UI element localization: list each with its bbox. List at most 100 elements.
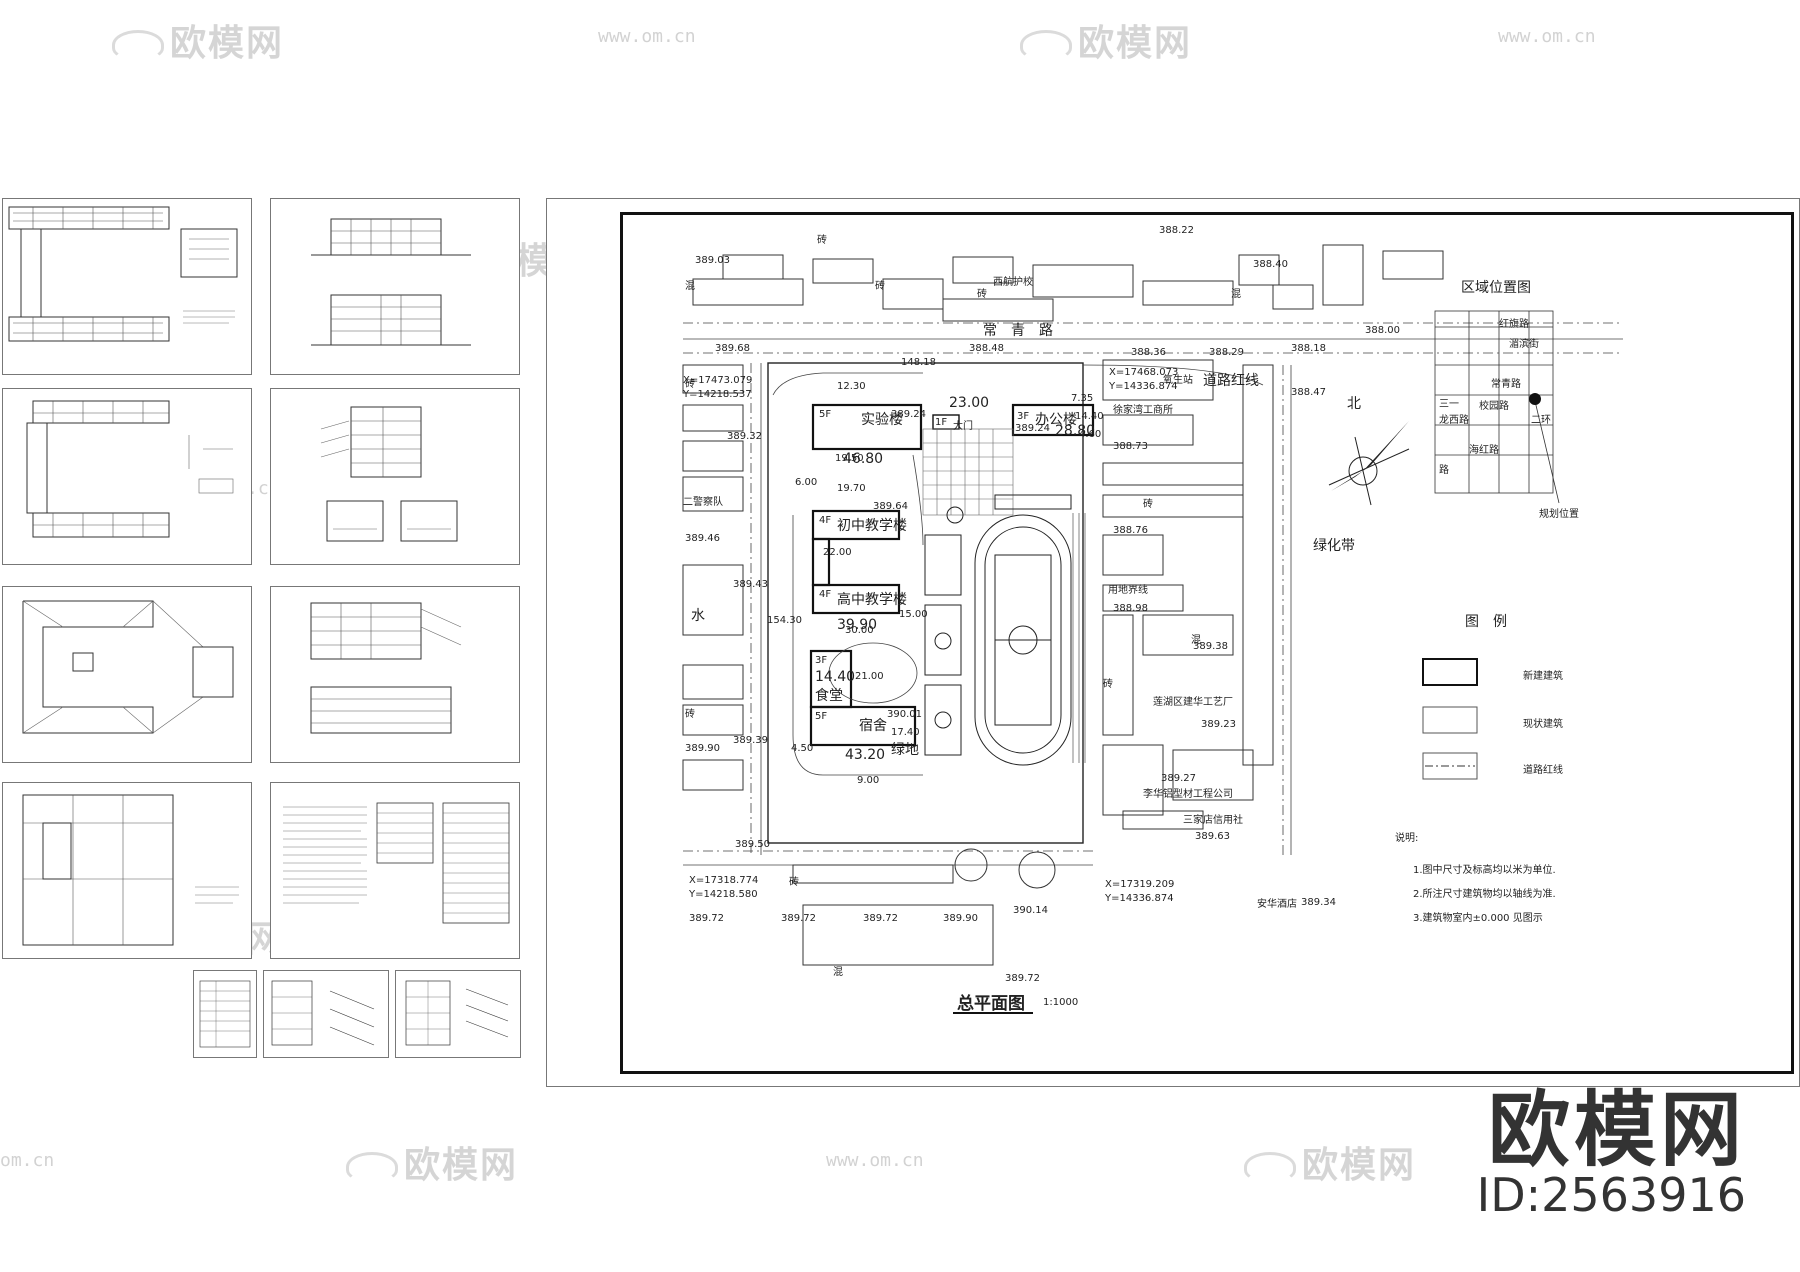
- map-road-label: 龙西路: [1439, 415, 1469, 426]
- building-floors: 1F: [935, 417, 948, 428]
- mixed-mark: 混: [833, 967, 843, 978]
- building-name-dorm: 宿舍: [859, 718, 887, 734]
- label-lianghu: 二警察队: [683, 497, 723, 508]
- drawing-sheet-elevation-1[interactable]: [270, 198, 520, 375]
- elevation-mark: 388.98: [1113, 603, 1148, 614]
- legend-item-redline: 道路红线: [1523, 765, 1563, 776]
- dimension: 19.50: [835, 453, 864, 464]
- watermark-url: www.om.cn: [1498, 26, 1596, 47]
- watermark-url: om.cn: [0, 1150, 55, 1171]
- building-name-junior: 初中教学楼: [837, 518, 907, 534]
- drawing-sheet-small-table[interactable]: [193, 970, 257, 1058]
- label-company: 李华铝型材工程公司: [1143, 789, 1233, 800]
- map-road-label: 路: [1439, 465, 1449, 476]
- label-green-belt: 绿化带: [1313, 538, 1355, 554]
- building-elev: 389.64: [873, 501, 908, 512]
- building-floors: 5F: [815, 711, 828, 722]
- watermark-logo: 欧模网: [346, 1136, 518, 1188]
- material-mark: 砖: [1143, 499, 1153, 510]
- dimension: 21.00: [855, 671, 884, 682]
- elevation-drawing: [311, 218, 471, 346]
- north-label: 北: [1347, 396, 1361, 412]
- elevation-mark: 389.03: [695, 255, 730, 266]
- building-dim: 14.40: [815, 669, 856, 685]
- dimension: 9.00: [857, 775, 880, 786]
- brand-logo-text: 欧模网: [1487, 1083, 1746, 1178]
- elevation-mark: 389.90: [685, 743, 720, 754]
- site-plan-drawing: [682, 244, 1623, 1014]
- stair-drawing: [405, 980, 509, 1046]
- coordinate: Y=14218.580: [689, 889, 758, 900]
- elevation-mark: 389.63: [1195, 831, 1230, 842]
- label-factory: 莲湖区建华工艺厂: [1153, 697, 1233, 708]
- elevation-mark: 389.23: [1201, 719, 1236, 730]
- watermark-logo: 欧模网: [112, 14, 284, 66]
- map-marker-label: 规划位置: [1539, 509, 1579, 520]
- material-mark: 砖: [977, 289, 987, 300]
- drawing-sheet-section-1[interactable]: [270, 388, 520, 565]
- elevation-mark: 389.38: [1193, 641, 1228, 652]
- dimension: 12.30: [837, 381, 866, 392]
- drawing-sheet-section-2[interactable]: [270, 586, 520, 763]
- label-store: 徐家湾工商所: [1113, 405, 1173, 416]
- elevation-mark: 388.48: [969, 343, 1004, 354]
- building-name-gate: 大门: [953, 421, 973, 432]
- dimension: 148.18: [901, 357, 936, 368]
- section-drawing: [310, 602, 462, 734]
- label-school-west: 西航护校: [993, 277, 1033, 288]
- drawing-sheet-floor-plan-3[interactable]: [2, 782, 252, 959]
- material-mark: 砖: [685, 709, 695, 720]
- building-dim: 46.80: [843, 451, 884, 467]
- label-station: 氧生站: [1163, 375, 1193, 386]
- map-road-label: 湄滨街: [1509, 339, 1539, 350]
- notes-heading: 说明:: [1395, 833, 1419, 844]
- building-name-office: 办公楼: [1035, 412, 1077, 428]
- small-table-drawing: [199, 980, 251, 1048]
- site-plan-border: 常 青 路 西航护校 氧生站 道路红线 徐家湾工商所 绿化带 用地界线 莲湖区建…: [620, 212, 1794, 1074]
- building-elev: 390.01: [887, 709, 922, 720]
- coordinate: X=17318.774: [689, 875, 759, 886]
- map-road-label: 红旗路: [1499, 319, 1529, 330]
- map-road-label: 校园路: [1479, 401, 1509, 412]
- elevation-mark: 389.68: [715, 343, 750, 354]
- note-line: 2.所注尺寸建筑物均以轴线为准.: [1413, 889, 1556, 900]
- drawing-sheet-floor-plan-2[interactable]: [2, 388, 252, 565]
- elevation-mark: 389.72: [781, 913, 816, 924]
- building-floors: 3F: [815, 655, 828, 666]
- coordinate: Y=14336.874: [1109, 381, 1178, 392]
- dimension: 4.60: [1079, 429, 1102, 440]
- building-elev: 389.24: [891, 409, 926, 420]
- building-floors: 4F: [819, 515, 832, 526]
- elevation-mark: 389.34: [1301, 897, 1336, 908]
- building-floors: 3F: [1017, 411, 1030, 422]
- stair-drawing: [271, 980, 375, 1046]
- roof-plan-drawing: [22, 600, 234, 734]
- drawing-sheet-stair-2[interactable]: [395, 970, 521, 1058]
- elevation-mark: 388.22: [1159, 225, 1194, 236]
- building-dim: 43.20: [845, 747, 886, 763]
- note-line: 1.图中尺寸及标高均以米为单位.: [1413, 865, 1556, 876]
- coordinate: X=17473.079: [683, 375, 753, 386]
- drawing-sheet-roof-plan[interactable]: [2, 586, 252, 763]
- dimension: 7.35: [1071, 393, 1094, 404]
- floor-plan-drawing: [8, 206, 238, 342]
- watermark-logo: 欧模网: [1020, 14, 1192, 66]
- location-map-title: 区域位置图: [1461, 280, 1531, 296]
- elevation-mark: 389.72: [863, 913, 898, 924]
- building-dim: 39.90: [837, 617, 878, 633]
- dimension: 154.30: [767, 615, 802, 626]
- elevation-mark: 388.00: [1365, 325, 1400, 336]
- watermark-url: www.om.cn: [826, 1150, 924, 1171]
- drawing-sheet-notes-table[interactable]: [270, 782, 520, 959]
- building-dim: 23.00: [949, 395, 990, 411]
- mixed-mark: 混: [1191, 635, 1201, 646]
- drawing-sheet-floor-plan-1[interactable]: [2, 198, 252, 375]
- elevation-mark: 388.47: [1291, 387, 1326, 398]
- legend-item-new: 新建建筑: [1523, 671, 1563, 682]
- building-dim: 28.80: [1055, 423, 1096, 439]
- coordinate: X=17319.209: [1105, 879, 1175, 890]
- elevation-mark: 389.27: [1161, 773, 1196, 784]
- site-plan-title: 总平面图: [957, 994, 1025, 1014]
- material-mark: 砖: [1103, 679, 1113, 690]
- drawing-sheet-stair-1[interactable]: [263, 970, 389, 1058]
